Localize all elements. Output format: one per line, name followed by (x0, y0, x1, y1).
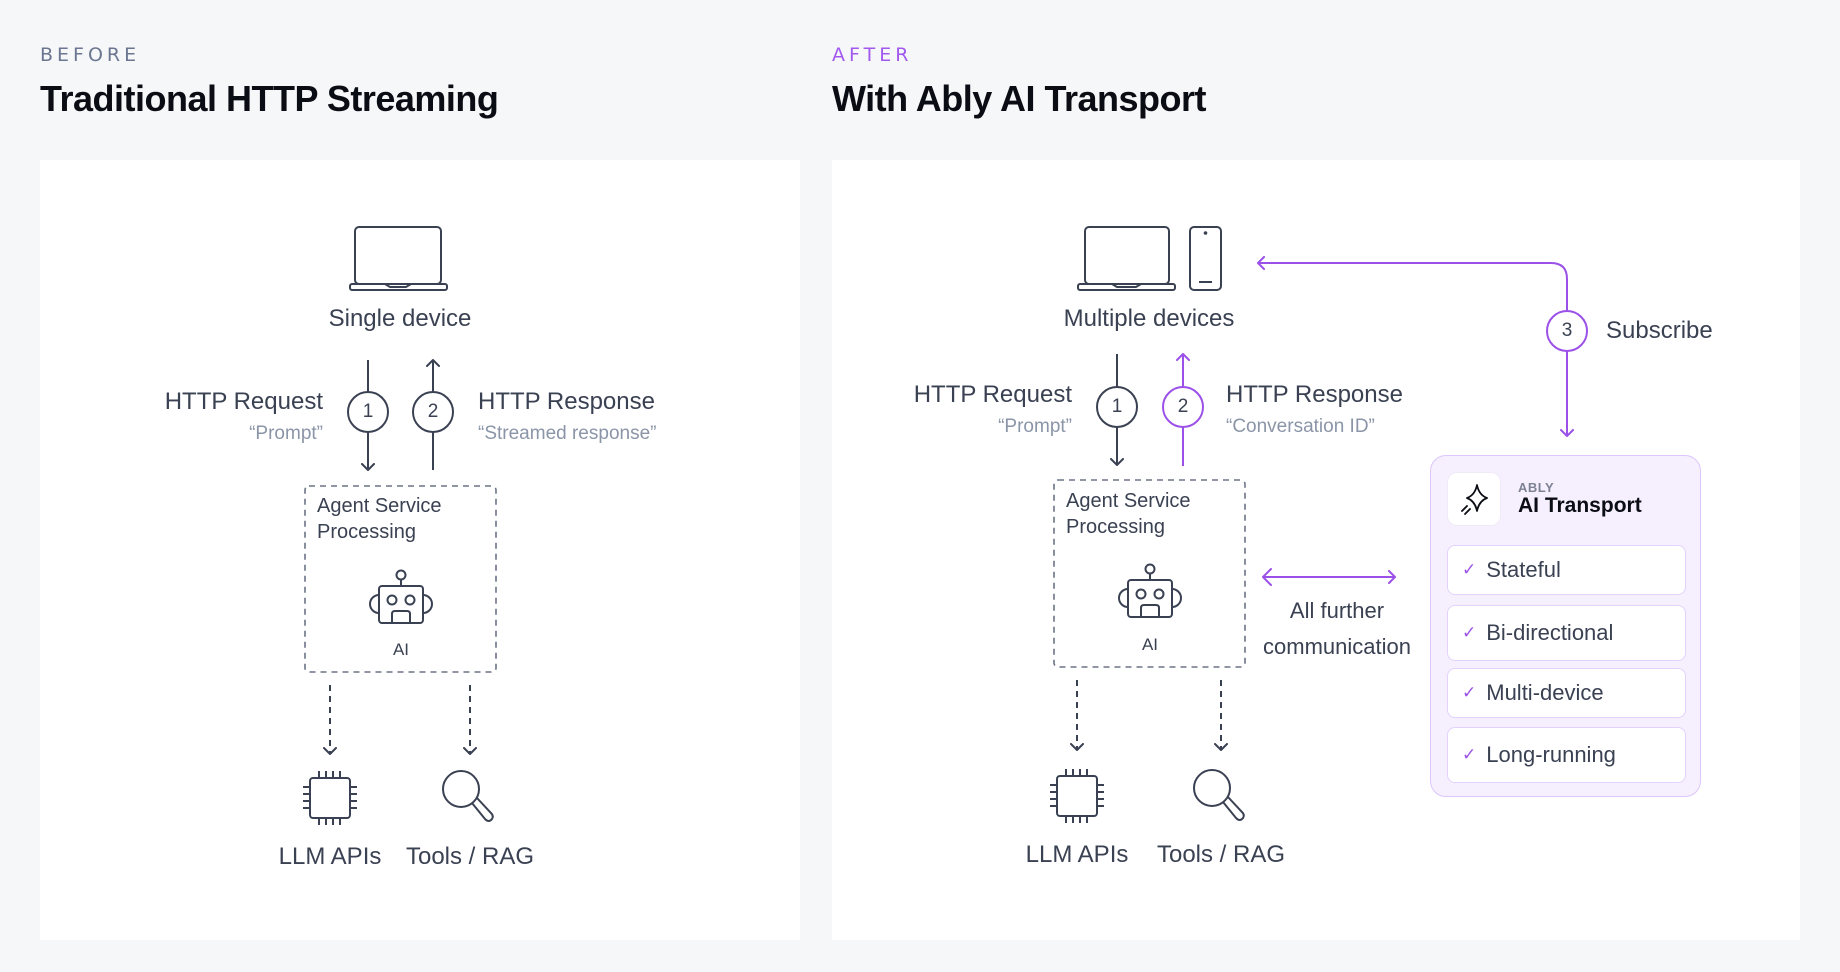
step-1-badge (1096, 386, 1138, 428)
step-2-badge (1162, 386, 1204, 428)
agent-box-line1: Agent Service (1066, 490, 1191, 512)
check-icon: ✓ (1462, 745, 1477, 764)
llm-apis-label: LLM APIs (1025, 841, 1129, 868)
brand-label: ABLY (1518, 480, 1555, 495)
step-1-number: 1 (362, 401, 374, 422)
step-3-number: 3 (1561, 320, 1573, 341)
step-3-badge (1546, 310, 1588, 352)
further-line1: All further (1289, 598, 1385, 623)
chip-icon (303, 771, 357, 825)
step-2-number: 2 (1177, 396, 1189, 417)
request-label: HTTP Request (913, 381, 1072, 408)
feature-item: ✓ Long-running (1447, 727, 1686, 783)
check-icon: ✓ (1462, 683, 1477, 702)
after-title: With Ably AI Transport (832, 78, 1207, 119)
feature-label: Long-running (1486, 742, 1616, 767)
feature-item: ✓ Stateful (1447, 545, 1686, 595)
subscribe-label: Subscribe (1606, 317, 1713, 344)
agent-service-box (1053, 479, 1246, 668)
laptop-icon (349, 226, 448, 291)
before-eyebrow: BEFORE (40, 44, 141, 66)
request-arrow (1096, 354, 1138, 466)
agent-service-box (304, 485, 497, 673)
after-eyebrow: AFTER (832, 44, 913, 66)
request-label: HTTP Request (164, 388, 323, 415)
product-label: AI Transport (1518, 494, 1642, 517)
response-payload: “Conversation ID” (1226, 416, 1375, 437)
response-arrow (1162, 353, 1204, 466)
feature-label: Bi-directional (1486, 620, 1614, 645)
device-label: Multiple devices (1063, 305, 1235, 332)
subscribe-arrow (1257, 256, 1588, 437)
ai-transport-card: ABLY AI Transport ✓ Stateful ✓ Bi-direct… (1430, 455, 1701, 797)
request-arrow (347, 360, 389, 471)
agent-box-line2: Processing (317, 521, 416, 543)
feature-item: ✓ Multi-device (1447, 668, 1686, 718)
ai-transport-logo (1447, 472, 1501, 526)
further-line2: communication (1263, 634, 1411, 659)
tools-rag-label: Tools / RAG (1156, 841, 1286, 868)
step-2-badge (412, 391, 454, 433)
response-arrow (412, 359, 454, 470)
agent-box-line2: Processing (1066, 516, 1165, 538)
phone-icon (1189, 226, 1222, 291)
agent-box-line1: Agent Service (317, 495, 442, 517)
feature-label: Multi-device (1486, 680, 1604, 705)
tools-rag-label: Tools / RAG (405, 843, 535, 870)
bidirectional-arrow (1262, 568, 1396, 586)
llm-apis-label: LLM APIs (278, 843, 382, 870)
response-label: HTTP Response (478, 388, 655, 415)
ai-label: AI (392, 640, 410, 659)
step-1-number: 1 (1111, 396, 1123, 417)
before-title: Traditional HTTP Streaming (40, 78, 499, 119)
magnifier-icon (442, 770, 494, 822)
request-payload: “Prompt” (249, 423, 323, 444)
step-2-number: 2 (427, 401, 439, 422)
check-icon: ✓ (1462, 560, 1477, 579)
robot-icon (1118, 563, 1182, 618)
magnifier-icon (1193, 769, 1245, 821)
device-label: Single device (328, 305, 472, 332)
request-payload: “Prompt” (998, 416, 1072, 437)
check-icon: ✓ (1462, 623, 1477, 642)
ai-label: AI (1141, 635, 1159, 654)
chip-icon (1050, 769, 1104, 823)
feature-item: ✓ Bi-directional (1447, 605, 1686, 661)
response-payload: “Streamed response” (478, 423, 657, 444)
step-1-badge (347, 391, 389, 433)
response-label: HTTP Response (1226, 381, 1403, 408)
laptop-icon (1077, 226, 1176, 291)
feature-label: Stateful (1486, 557, 1561, 582)
sparkle-icon (1461, 484, 1488, 515)
robot-icon (369, 569, 433, 624)
